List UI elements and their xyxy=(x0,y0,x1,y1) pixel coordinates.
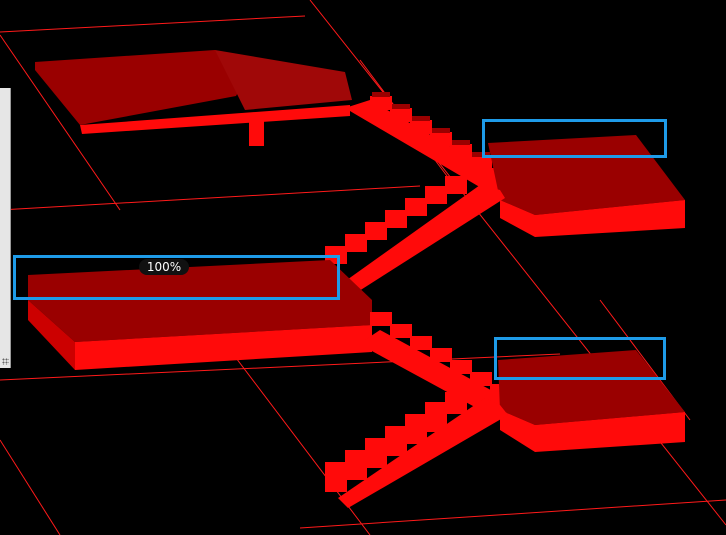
grid-line xyxy=(299,499,726,529)
grid-line xyxy=(0,15,306,33)
bottom-stair-flight xyxy=(325,392,508,508)
grid-line xyxy=(0,353,561,381)
selection-box-lower-right[interactable] xyxy=(494,337,666,380)
middle-stair-flight xyxy=(325,176,505,300)
grid-line xyxy=(0,34,121,211)
lower-stair-flight xyxy=(365,312,512,418)
grid-line xyxy=(0,439,61,535)
selection-box-upper-right[interactable] xyxy=(482,119,667,158)
zoom-label: 100% xyxy=(139,259,189,275)
selection-box-middle-left[interactable] xyxy=(13,255,340,300)
grid-line xyxy=(0,185,421,211)
middle-landing xyxy=(28,260,372,370)
resize-grip-icon[interactable] xyxy=(2,358,9,365)
upper-stair-flight xyxy=(345,92,512,196)
right-landing-lower xyxy=(498,350,685,452)
upper-landing xyxy=(35,50,352,146)
side-panel[interactable] xyxy=(0,88,11,368)
